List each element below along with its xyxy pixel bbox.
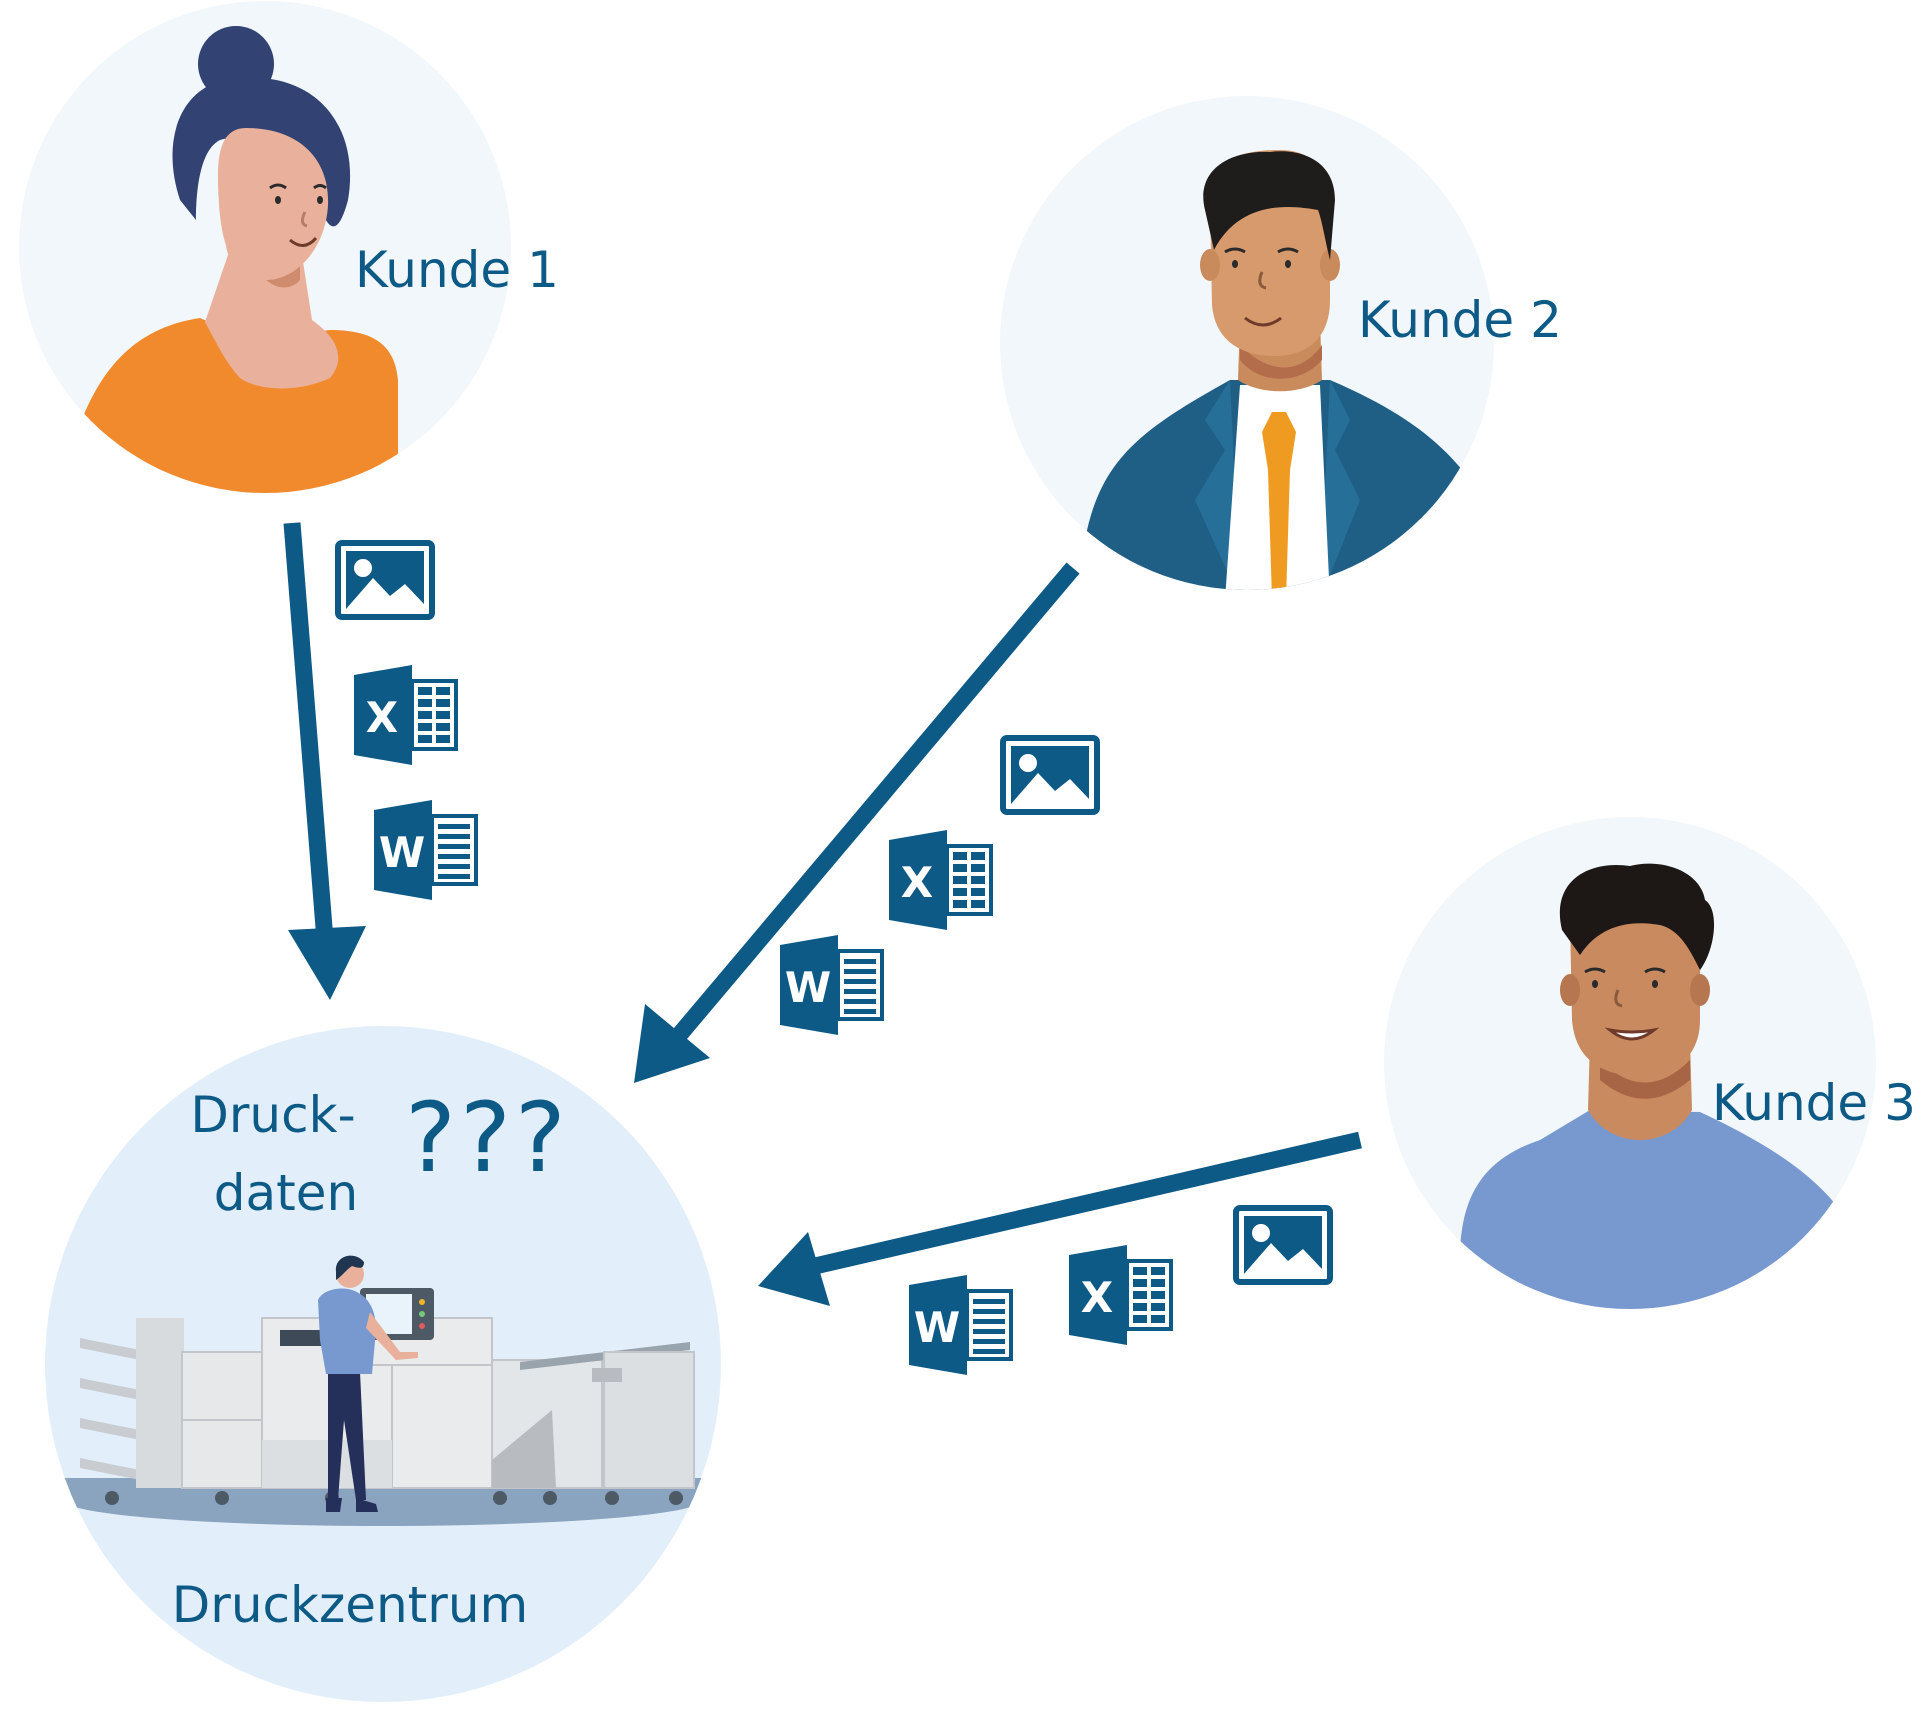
excel-icon-letter: X (901, 858, 933, 907)
customer-1-label: Kunde 1 (355, 241, 559, 299)
excel-icon-letter: X (366, 693, 398, 742)
operator-figure (318, 1255, 418, 1512)
question-marks: ??? (405, 1082, 570, 1194)
print-data-label-line1: Druck- (190, 1086, 356, 1144)
image-file-icon (1236, 1208, 1330, 1282)
customer-3-label: Kunde 3 (1712, 1074, 1916, 1132)
customer-2-avatar (1000, 96, 1494, 590)
arrow-customer-2 (634, 562, 1080, 1083)
customer-2-label: Kunde 2 (1358, 291, 1562, 349)
printing-press-illustration (80, 1288, 695, 1505)
arrow-customer-1 (283, 522, 366, 1000)
image-file-icon (338, 543, 432, 617)
customer-1-avatar (19, 1, 511, 493)
print-data-label-line2: daten (213, 1164, 359, 1222)
print-center-label: Druckzentrum (171, 1576, 529, 1634)
word-icon-letter: W (914, 1303, 960, 1352)
image-file-icon (1003, 738, 1097, 812)
word-icon-letter: W (785, 963, 831, 1012)
word-icon-letter: W (379, 828, 425, 877)
customer-3-avatar (1384, 817, 1876, 1309)
arrow-customer-3 (758, 1131, 1362, 1306)
excel-icon-letter: X (1081, 1273, 1113, 1322)
